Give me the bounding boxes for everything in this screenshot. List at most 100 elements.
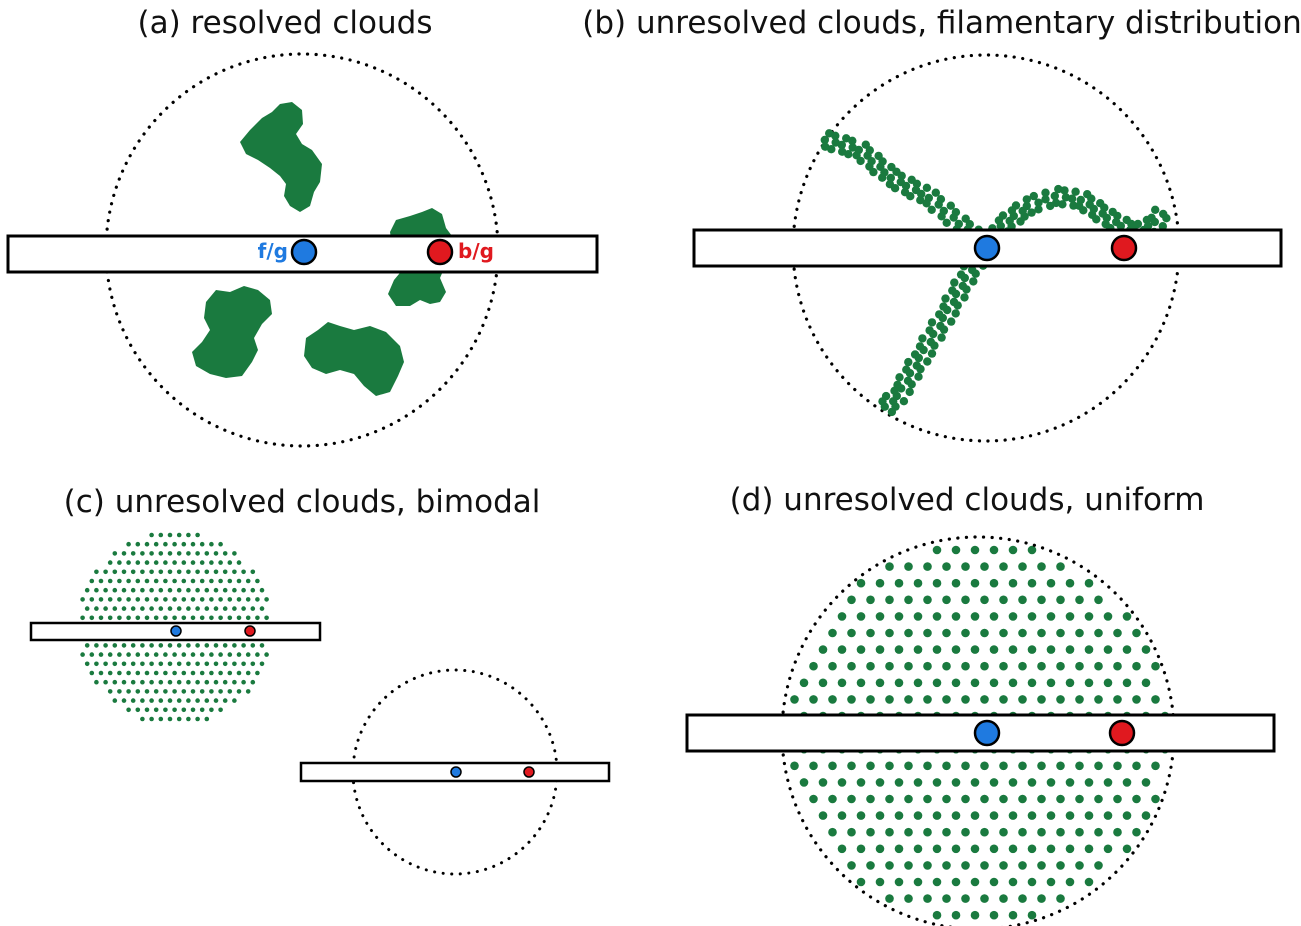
uniform-cloud-dot: [1122, 811, 1132, 820]
bimodal-cloud-dot: [167, 606, 173, 611]
filament-cloud-dot: [951, 309, 960, 318]
bimodal-cloud-dot: [130, 661, 136, 667]
bimodal-cloud-dot: [112, 643, 118, 648]
bimodal-cloud-dot: [135, 707, 141, 713]
panel-a-background-source: [426, 238, 454, 266]
bimodal-cloud-dot: [163, 597, 168, 602]
filament-cloud-dot: [949, 213, 958, 222]
bimodal-cloud-dot: [149, 569, 154, 575]
bimodal-cloud-dot: [255, 597, 260, 602]
uniform-cloud-dot: [923, 562, 932, 571]
uniform-cloud-dot: [1113, 628, 1122, 638]
uniform-cloud-dot: [904, 562, 913, 571]
bimodal-cloud-dot: [84, 661, 90, 667]
bimodal-cloud-dot: [236, 689, 242, 694]
uniform-cloud-dot: [856, 778, 866, 787]
bimodal-cloud-dot: [94, 606, 99, 611]
bimodal-cloud-dot: [245, 689, 251, 694]
bimodal-cloud-dot: [158, 679, 164, 685]
uniform-cloud-dot: [1065, 612, 1075, 621]
filament-cloud-dot: [948, 286, 957, 295]
bimodal-cloud-dot: [121, 606, 127, 611]
bimodal-cloud-dot: [121, 698, 127, 703]
bimodal-cloud-dot: [107, 615, 113, 621]
uniform-cloud-dot: [970, 811, 980, 820]
uniform-cloud-dot: [1084, 612, 1094, 621]
bimodal-cloud-dot: [176, 643, 182, 648]
bimodal-cloud-dot: [218, 670, 223, 676]
bimodal-cloud-dot: [158, 551, 164, 556]
bimodal-cloud-dot: [130, 698, 136, 703]
bimodal-cloud-dot: [213, 551, 219, 556]
uniform-cloud-dot: [999, 628, 1008, 638]
uniform-cloud-dot: [790, 695, 799, 704]
uniform-cloud-dot: [1122, 612, 1132, 621]
panel-b-background-source: [1110, 234, 1138, 262]
uniform-cloud-dot: [847, 661, 856, 671]
uniform-cloud-dot: [828, 827, 837, 837]
uniform-cloud-dot: [970, 545, 980, 555]
uniform-cloud-dot: [951, 545, 961, 555]
uniform-cloud-dot: [1065, 678, 1075, 688]
uniform-cloud-dot: [1027, 612, 1037, 621]
uniform-cloud-dot: [875, 877, 885, 887]
uniform-cloud-dot: [1132, 794, 1141, 804]
bimodal-cloud-dot: [140, 698, 145, 703]
uniform-cloud-dot: [856, 844, 866, 854]
bimodal-cloud-dot: [190, 578, 196, 584]
panel-a-background-label: b/g: [458, 239, 494, 263]
bimodal-cloud-dot: [222, 587, 228, 593]
uniform-cloud-dot: [942, 894, 951, 903]
bimodal-cloud-dot: [204, 551, 210, 556]
uniform-cloud-dot: [1132, 827, 1141, 837]
uniform-cloud-dot: [799, 778, 809, 787]
bimodal-cloud-dot: [112, 679, 118, 685]
filament-cloud-dot: [922, 199, 931, 208]
bimodal-cloud-dot: [176, 716, 182, 722]
uniform-cloud-dot: [1027, 578, 1037, 588]
uniform-cloud-dot: [932, 844, 942, 854]
uniform-cloud-dot: [837, 645, 847, 654]
bimodal-cloud-dot: [126, 578, 131, 584]
bimodal-cloud-dot: [130, 643, 136, 648]
bimodal-cloud-dot: [190, 541, 196, 547]
bimodal-cloud-dot: [209, 615, 214, 621]
uniform-cloud-dot: [932, 678, 942, 688]
bimodal-cloud-dot: [107, 578, 113, 584]
bimodal-cloud-dot: [204, 698, 210, 703]
filament-cloud-dot: [886, 173, 895, 183]
bimodal-cloud-dot: [241, 643, 246, 648]
uniform-cloud-dot: [1065, 877, 1075, 887]
bimodal-cloud-dot: [204, 606, 210, 611]
filament-cloud-dot: [916, 196, 925, 205]
bimodal-cloud-dot: [149, 716, 154, 722]
uniform-cloud-dot: [790, 761, 799, 771]
bimodal-cloud-dot: [190, 689, 196, 694]
bimodal-cloud-dot: [190, 670, 196, 676]
filament-cloud-dot: [912, 361, 921, 370]
uniform-cloud-dot: [1075, 827, 1084, 837]
uniform-cloud-dot: [923, 827, 932, 837]
bimodal-cloud-dot: [144, 597, 150, 602]
filament-cloud-dot: [1034, 198, 1043, 207]
uniform-cloud-dot: [1113, 661, 1122, 671]
bimodal-cloud-dot: [241, 679, 246, 685]
bimodal-cloud-dot: [241, 606, 246, 611]
bimodal-cloud-dot: [158, 569, 164, 575]
bimodal-cloud-dot: [98, 615, 104, 621]
bimodal-cloud-dot: [245, 578, 251, 584]
bimodal-cloud-dot: [140, 606, 145, 611]
filament-cloud-dot: [869, 167, 878, 177]
bimodal-cloud-dot: [186, 643, 191, 648]
uniform-cloud-dot: [1018, 894, 1027, 903]
uniform-cloud-dot: [847, 794, 856, 804]
uniform-cloud-dot: [1132, 761, 1141, 771]
bimodal-cloud-dot: [84, 587, 90, 593]
uniform-cloud-dot: [828, 695, 837, 704]
uniform-cloud-dot: [809, 761, 818, 771]
bimodal-cloud-dot: [190, 615, 196, 621]
filament-cloud-dot: [1060, 186, 1069, 195]
filament-cloud-dot: [844, 150, 853, 159]
bimodal-cloud-dot: [89, 615, 95, 621]
bimodal-cloud-dot: [103, 587, 108, 593]
